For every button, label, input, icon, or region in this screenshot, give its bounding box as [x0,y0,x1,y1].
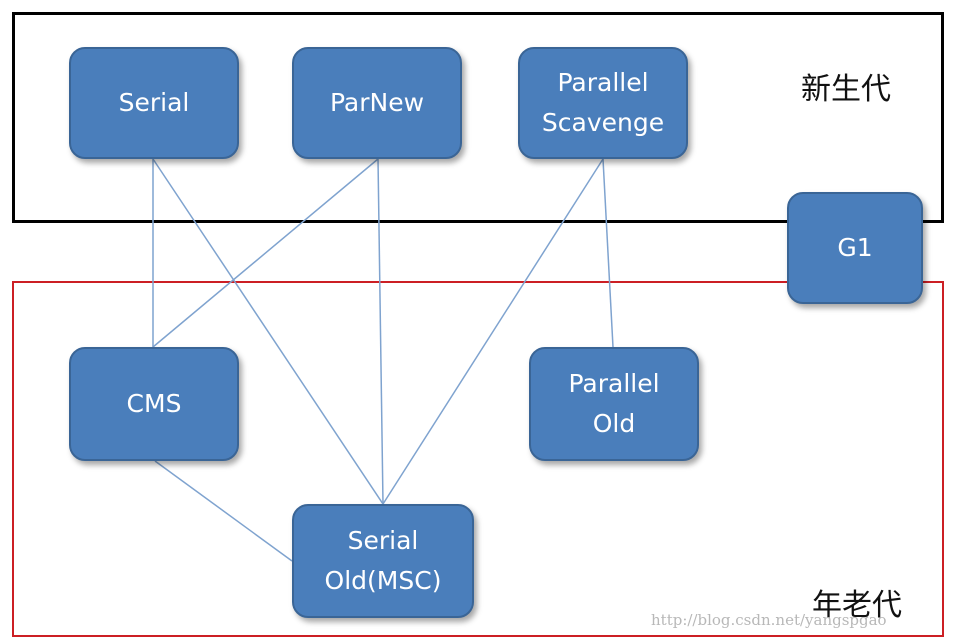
link-parnew-serial-old [377,158,384,505]
serial-collector-label: Serial [118,88,190,117]
link-serial-serial-old [152,158,384,505]
young-generation-region [12,12,944,223]
parallel-scavenge-collector-box[interactable]: Parallel Scavenge [518,47,688,159]
parallel-scavenge-collector-label: Parallel Scavenge [541,68,665,137]
link-parnew-cms [152,158,379,348]
serial-old-collector-label: Serial Old(MSC) [324,526,442,595]
young-generation-label: 新生代 [801,72,891,107]
parallel-old-collector-label: Parallel Old [568,369,660,438]
parnew-collector-label: ParNew [329,88,425,117]
serial-collector-box[interactable]: Serial [69,47,239,159]
blog-watermark: http://blog.csdn.net/yangspgao [651,611,887,629]
g1-collector-box[interactable]: G1 [787,192,923,304]
old-generation-region [12,281,944,637]
parallel-old-collector-box[interactable]: Parallel Old [529,347,699,461]
link-parallel-scavenge-serial-old [382,158,604,505]
link-cms-serial-old [154,460,293,562]
cms-collector-label: CMS [126,389,182,418]
parnew-collector-box[interactable]: ParNew [292,47,462,159]
link-parallel-scavenge-parallel-old [602,158,614,348]
cms-collector-box[interactable]: CMS [69,347,239,461]
old-generation-label: 年老代 [812,588,902,623]
g1-collector-label: G1 [837,233,873,262]
serial-old-collector-box[interactable]: Serial Old(MSC) [292,504,474,618]
